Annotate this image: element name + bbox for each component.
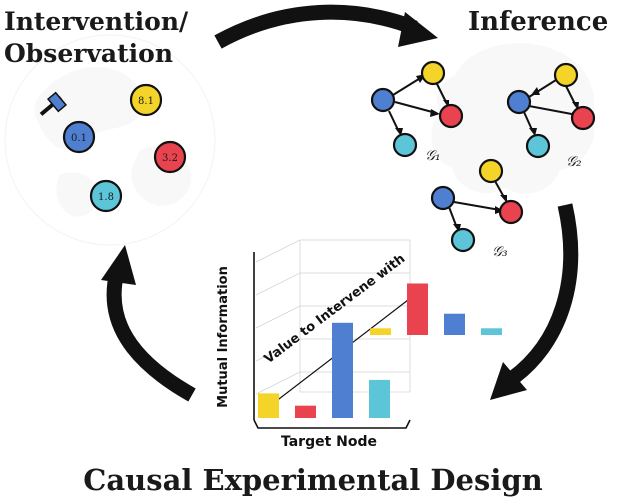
cycle-arrow-left xyxy=(101,245,196,402)
chart-bar-row2-2 xyxy=(407,283,428,335)
chart-bar-row1-4 xyxy=(369,379,390,418)
observation-node-red: 3.2 xyxy=(153,140,187,174)
chart-bar-row2-3 xyxy=(444,313,465,335)
bottom-title: Causal Experimental Design xyxy=(83,463,542,497)
graph-2-label: 𝒢₂ xyxy=(566,154,582,170)
cycle-arrow-top xyxy=(214,4,438,49)
chart-xlabel: Target Node xyxy=(281,434,377,450)
chart-bar-row1-1 xyxy=(258,393,279,418)
observation-node-yellow: 8.1 xyxy=(129,83,163,117)
hammer-icon xyxy=(39,91,68,116)
inference-title: Inference xyxy=(468,7,608,37)
observation-node-cyan-value: 1.8 xyxy=(98,192,114,203)
chart-bar-row2-1 xyxy=(370,328,391,335)
cycle-arrow-right xyxy=(490,203,579,400)
chart-x-axis xyxy=(253,419,411,429)
graph-1-label: 𝒢₁ xyxy=(425,148,441,164)
chart-bar-row1-2 xyxy=(295,405,316,418)
observation-node-cyan: 1.8 xyxy=(89,179,123,213)
chart-bar-row2-4 xyxy=(481,328,502,335)
chart-ylabel: Mutual Information xyxy=(216,266,231,408)
causal-graph-1: 𝒢₁ xyxy=(370,60,464,164)
world-map-icon xyxy=(4,34,216,246)
chart-bar-row1-3 xyxy=(332,322,353,418)
intervention-title: Intervention/ xyxy=(4,7,189,36)
observation-node-yellow-value: 8.1 xyxy=(138,96,154,107)
mutual-information-chart: Mutual Information Target Node Value to … xyxy=(216,239,502,450)
observation-node-blue-value: 0.1 xyxy=(71,133,87,144)
chart-grid xyxy=(255,239,411,395)
observation-title: Observation xyxy=(4,39,173,68)
causal-graph-3: 𝒢₃ xyxy=(430,158,524,260)
observation-node-blue: 0.1 xyxy=(62,120,96,154)
graph-3-label: 𝒢₃ xyxy=(492,244,508,260)
observation-node-red-value: 3.2 xyxy=(162,153,178,164)
causal-graph-2: 𝒢₂ xyxy=(506,62,596,170)
